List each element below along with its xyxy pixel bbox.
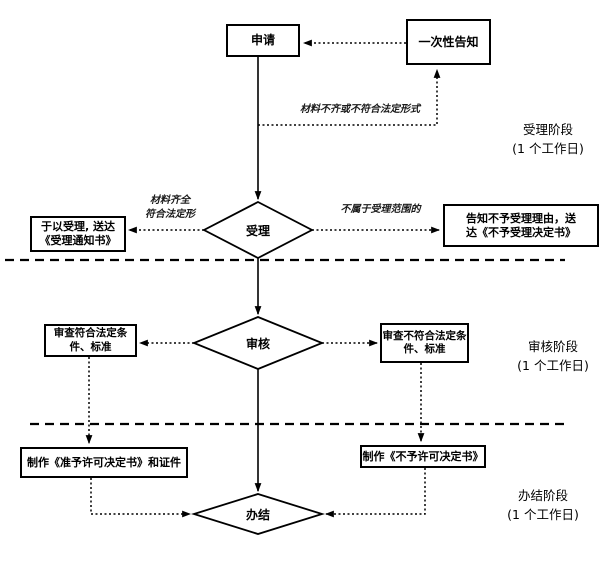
edge-label-materials-complete: 材料齐全 符合法定形 xyxy=(145,195,195,220)
node-notify-once: 一次性告知 xyxy=(406,19,491,65)
node-make-permit-label: 制作《准予许可决定书》和证件 xyxy=(27,455,181,469)
stage-accept-name: 受理阶段 xyxy=(522,122,573,137)
stage-accept-duration: (1 个工作日) xyxy=(512,141,584,157)
stage-label-accept: 受理阶段 (1 个工作日) xyxy=(498,120,598,159)
node-review-pass-line1: 审查符合法定条 xyxy=(53,327,128,340)
node-apply: 申请 xyxy=(226,24,300,57)
stage-finish-name: 办结阶段 xyxy=(517,488,568,503)
node-apply-label: 申请 xyxy=(250,33,275,47)
stage-finish-duration: (1 个工作日) xyxy=(507,507,579,523)
stage-label-review: 审核阶段 (1 个工作日) xyxy=(503,337,603,376)
finish-diamond-label: 办结 xyxy=(245,507,270,522)
node-review-fail-line1: 审查不符合法定条 xyxy=(382,329,467,342)
review-diamond xyxy=(191,316,325,370)
stage-review-name: 审核阶段 xyxy=(527,339,578,354)
finish-diamond xyxy=(190,493,326,535)
node-make-permit: 制作《准予许可决定书》和证件 xyxy=(20,447,188,478)
edge-label-materials-incomplete: 材料不齐或不符合法定形式 xyxy=(300,104,420,115)
accept-diamond-label: 受理 xyxy=(245,223,270,238)
node-review-fail-line2: 件、标准 xyxy=(403,343,446,355)
node-accept-no: 告知不予受理理由，送 达《不予受理决定书》 xyxy=(443,204,599,247)
edge-label-not-in-scope: 不属于受理范围的 xyxy=(340,204,421,215)
node-make-denial: 制作《不予许可决定书》 xyxy=(360,445,486,468)
edge-permit-to-finish xyxy=(90,478,192,518)
review-diamond-label: 审核 xyxy=(245,336,270,351)
node-review-pass-line2: 件、标准 xyxy=(69,340,112,353)
node-accept-no-line2: 达《不予受理决定书》 xyxy=(466,225,576,239)
edge-incomplete-to-notify xyxy=(258,68,441,126)
node-make-denial-label: 制作《不予许可决定书》 xyxy=(362,449,484,463)
stage-review-duration: (1 个工作日) xyxy=(517,358,589,374)
node-notify-once-label: 一次性告知 xyxy=(418,34,479,49)
node-review-fail: 审查不符合法定条 件、标准 xyxy=(380,323,469,363)
node-review-pass: 审查符合法定条 件、标准 xyxy=(44,324,137,357)
node-accept-no-line1: 告知不予受理理由，送 xyxy=(466,211,576,225)
node-accept-yes-line1: 于以受理, 送达 xyxy=(40,220,115,234)
node-accept-yes-line2: 《受理通知书》 xyxy=(39,234,117,247)
stage-label-finish: 办结阶段 (1 个工作日) xyxy=(488,486,598,525)
node-accept-yes: 于以受理, 送达 《受理通知书》 xyxy=(30,216,126,252)
accept-diamond xyxy=(202,200,314,260)
edge-denial-to-finish xyxy=(324,468,426,518)
